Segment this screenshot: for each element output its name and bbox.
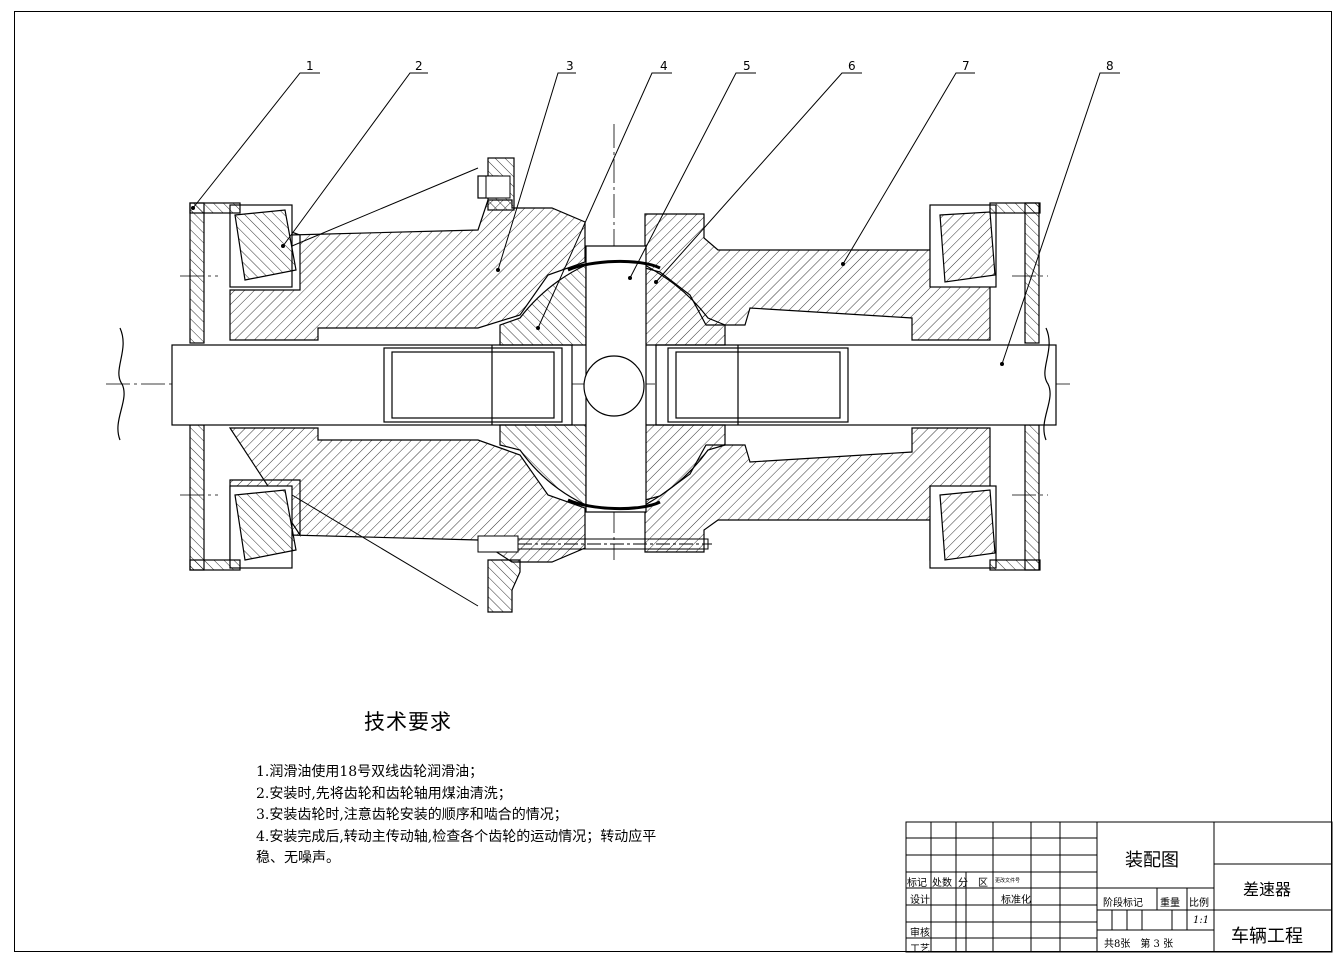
balloon-1: 1	[306, 59, 314, 73]
standard-label: 标准化	[1001, 895, 1031, 906]
sheet-info: 共8张 第 3 张	[1104, 939, 1174, 950]
stage-mark-label: 阶段标记	[1103, 898, 1143, 909]
requirement-item: 3.安装齿轮时,注意齿轮安装的顺序和啮合的情况；	[256, 807, 568, 823]
leader-lines	[192, 72, 1120, 607]
bolts	[477, 175, 712, 553]
process-label: 工艺	[910, 944, 930, 955]
ratio-label: 比例	[1189, 898, 1209, 909]
weight-label: 重量	[1160, 898, 1180, 909]
leader-dots	[191, 206, 1004, 366]
col-count: 处数	[932, 878, 952, 889]
organization: 车辆工程	[1231, 926, 1303, 947]
requirement-item: 2.安装时,先将齿轮和齿轮轴用煤油清洗；	[256, 785, 512, 802]
balloon-6: 6	[848, 59, 856, 73]
bevel-gears	[499, 245, 726, 513]
col-doc: 更改文件号	[995, 878, 1021, 884]
review-label: 审核	[910, 928, 930, 939]
balloon-2: 2	[415, 59, 423, 73]
requirements-title: 技术要求	[364, 710, 452, 734]
requirements-list: 1.润滑油使用18号双线齿轮润滑油； 2.安装时,先将齿轮和齿轮轴用煤油清洗； …	[256, 762, 666, 870]
part-name: 差速器	[1243, 880, 1292, 899]
requirement-item: 4.安装完成后,转动主传动轴,检查各个齿轮的运动情况；转动应平稳、无噪声。	[256, 828, 657, 867]
scale-value: 1:1	[1193, 915, 1210, 926]
drawing-frame	[14, 11, 1332, 952]
design-label: 设计	[910, 895, 930, 906]
balloon-3: 3	[566, 59, 574, 73]
bearings	[229, 204, 997, 569]
end-covers	[189, 202, 1041, 571]
balloon-numbers: 1 2 3 4 5 6 7 8	[306, 59, 1114, 73]
col-zone: 分 区	[958, 878, 988, 889]
shafts	[117, 327, 1057, 441]
requirement-item: 1.润滑油使用18号双线齿轮润滑油；	[256, 764, 484, 780]
balloon-7: 7	[962, 59, 970, 73]
balloon-4: 4	[660, 59, 668, 73]
title-block-grid	[905, 821, 1333, 953]
balloon-8: 8	[1106, 59, 1114, 73]
balloon-5: 5	[743, 59, 751, 73]
col-mark: 标记	[907, 878, 927, 889]
drawing-type: 装配图	[1125, 850, 1179, 871]
